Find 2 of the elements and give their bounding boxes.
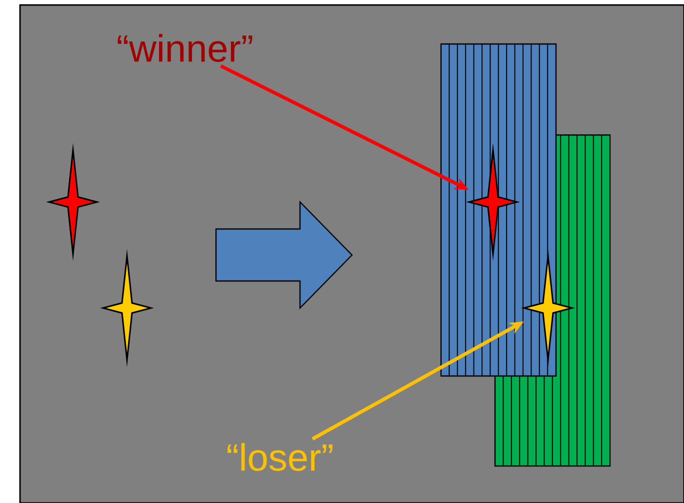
label-text: “winner” bbox=[118, 34, 252, 62]
label-text: “loser” bbox=[228, 443, 332, 471]
